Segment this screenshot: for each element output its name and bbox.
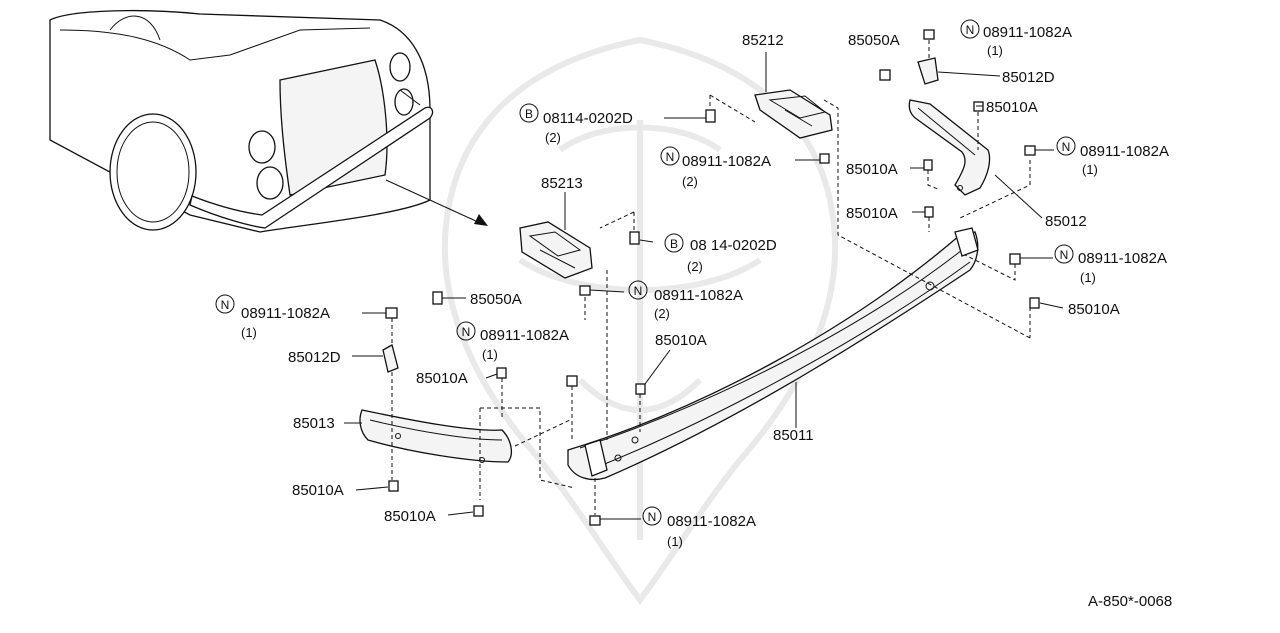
label-n-center-code: 08911-1082A	[480, 327, 569, 344]
callout-n-bottom: N 08911-1082A (1)	[642, 506, 756, 549]
callout-n-mid: N 08911-1082A (2)	[628, 280, 743, 321]
part-85011-bar	[567, 227, 979, 481]
label-n-bottom-qty: (1)	[667, 534, 683, 549]
bolt-symbol	[519, 103, 539, 123]
label-n-mid-code: 08911-1082A	[654, 287, 743, 304]
bolt-symbol-letter: B	[670, 237, 678, 251]
nut-symbol	[660, 146, 680, 166]
label-n-right-low-qty: (1)	[1080, 270, 1096, 285]
nut-symbol	[642, 506, 662, 526]
nut-symbol-letter: N	[966, 23, 975, 37]
label-85010a-2: 85010A	[846, 161, 898, 178]
bolt-symbol-letter: B	[525, 107, 533, 121]
nut-symbol-letter: N	[221, 298, 230, 312]
diagram-reference-code: A-850*-0068	[1088, 593, 1172, 610]
nut-symbol-letter: N	[634, 284, 643, 298]
label-n-right-qty: (1)	[1082, 162, 1098, 177]
leader-lines	[344, 52, 1064, 520]
label-85050a-top: 85050A	[848, 32, 900, 49]
label-85010a-4: 85010A	[1068, 301, 1120, 318]
direction-arrow	[385, 179, 488, 226]
label-n-right-code: 08911-1082A	[1080, 143, 1169, 160]
label-85010a-8: 85010A	[384, 508, 436, 525]
part-85012d-clip-left	[382, 344, 399, 373]
nut-symbol	[628, 280, 648, 300]
label-85010a-5: 85010A	[655, 332, 707, 349]
label-n-upper-mid-qty: (2)	[682, 174, 698, 189]
label-n-upper-mid-code: 08911-1082A	[682, 153, 771, 170]
nut-symbol	[1054, 244, 1074, 264]
nut-symbol-letter: N	[666, 150, 675, 164]
callout-n-center: N 08911-1082A (1)	[456, 321, 569, 362]
label-n-center-qty: (1)	[482, 347, 498, 362]
label-b-mid-code: 08 14-0202D	[690, 237, 777, 254]
label-b-top-code: 08114-0202D	[543, 110, 633, 127]
nut-symbol-letter: N	[1062, 140, 1071, 154]
vehicle-illustration	[49, 9, 434, 233]
label-85010a-1: 85010A	[986, 99, 1038, 116]
part-85012d-clip-top	[917, 57, 939, 85]
part-85013-side	[359, 409, 513, 463]
label-b-mid-qty: (2)	[687, 259, 703, 274]
label-85013: 85013	[293, 415, 335, 432]
nut-symbol	[456, 321, 476, 341]
callout-n-left: N 08911-1082A (1)	[215, 294, 330, 340]
label-n-bottom-code: 08911-1082A	[667, 513, 756, 530]
nut-symbol-letter: N	[648, 510, 657, 524]
label-85012: 85012	[1045, 213, 1087, 230]
label-n-mid-qty: (2)	[654, 306, 670, 321]
label-n-left-code: 08911-1082A	[241, 305, 330, 322]
watermark-emblem	[441, 36, 839, 606]
nut-symbol	[960, 19, 980, 39]
label-85010a-7: 85010A	[292, 482, 344, 499]
part-85012-bracket	[908, 99, 991, 196]
label-n-top-qty: (1)	[987, 43, 1003, 58]
callout-n-upper-mid: N 08911-1082A (2)	[660, 146, 771, 189]
label-85050a-left: 85050A	[470, 291, 522, 308]
callout-n-right: N 08911-1082A (1)	[1056, 136, 1169, 177]
callout-n-top: N 08911-1082A (1)	[960, 19, 1072, 58]
nut-symbol-letter: N	[462, 325, 471, 339]
label-n-left-qty: (1)	[241, 325, 257, 340]
label-85213: 85213	[541, 175, 583, 192]
assembly-dashed-lines	[391, 40, 1031, 515]
nut-symbol-letter: N	[1060, 248, 1069, 262]
label-n-top-code: 08911-1082A	[983, 24, 1072, 41]
bolt-symbol	[664, 233, 684, 253]
label-85212: 85212	[742, 32, 784, 49]
callout-b-mid: B 08 14-0202D (2)	[664, 233, 777, 274]
part-85213-bracket	[519, 221, 593, 279]
label-85010a-6: 85010A	[416, 370, 468, 387]
part-85212-bracket	[754, 89, 833, 139]
nut-symbol	[1056, 136, 1076, 156]
nut-symbol	[215, 294, 235, 314]
label-b-top-qty: (2)	[545, 130, 561, 145]
label-85011: 85011	[773, 427, 814, 444]
label-85010a-3: 85010A	[846, 205, 898, 222]
callout-n-right-low: N 08911-1082A (1)	[1054, 244, 1167, 285]
hardware-bolts-nuts	[385, 29, 1040, 526]
label-85012d-top: 85012D	[1002, 69, 1055, 86]
label-85012d-left: 85012D	[288, 349, 341, 366]
callout-b-top: B 08114-0202D (2)	[519, 103, 633, 145]
label-n-right-low-code: 08911-1082A	[1078, 250, 1167, 267]
